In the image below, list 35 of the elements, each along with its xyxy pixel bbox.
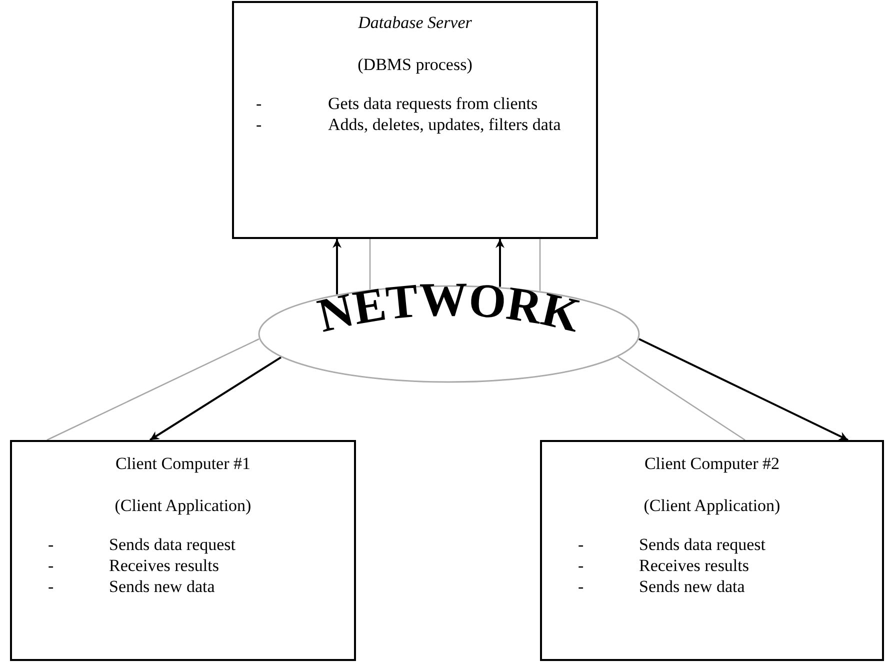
list-dash: -: [48, 555, 55, 576]
connector-line: [618, 356, 746, 441]
list-dash: -: [48, 576, 55, 597]
connector-line: [539, 239, 541, 291]
process-box: [232, 1, 598, 239]
list-item-text: Sends new data: [109, 576, 215, 597]
node-subtitle: (Client Application): [114, 496, 252, 516]
list-item-text: Sends data request: [109, 534, 236, 555]
arrow: [638, 338, 848, 441]
list-dash: -: [578, 576, 585, 597]
list-item-text: Receives results: [109, 555, 219, 576]
node-subtitle: (DBMS process): [356, 55, 474, 75]
network-label: NETWORK: [312, 273, 585, 343]
list-item-text: Sends data request: [639, 534, 766, 555]
list-item-text: Gets data requests from clients: [328, 93, 538, 114]
connector-line: [46, 338, 260, 441]
list-dash: -: [48, 534, 55, 555]
list-item-text: Receives results: [639, 555, 749, 576]
list-dash: -: [256, 114, 263, 135]
list-dash: -: [256, 93, 263, 114]
arrow: [149, 356, 282, 441]
node-title: Client Computer #2: [643, 454, 781, 474]
arrow: [496, 239, 504, 287]
connector-line: [369, 239, 371, 290]
process-box: [10, 440, 356, 661]
network-ellipse: [258, 285, 640, 383]
arrow: [332, 239, 342, 294]
list-dash: -: [578, 555, 585, 576]
node-title: Database Server: [357, 13, 473, 33]
node-subtitle: (Client Application): [642, 496, 782, 516]
list-dash: -: [578, 534, 585, 555]
node-title: Client Computer #1: [114, 454, 252, 474]
process-box: [540, 440, 884, 661]
list-item-text: Adds, deletes, updates, filters data: [328, 114, 561, 135]
list-item-text: Sends new data: [639, 576, 745, 597]
